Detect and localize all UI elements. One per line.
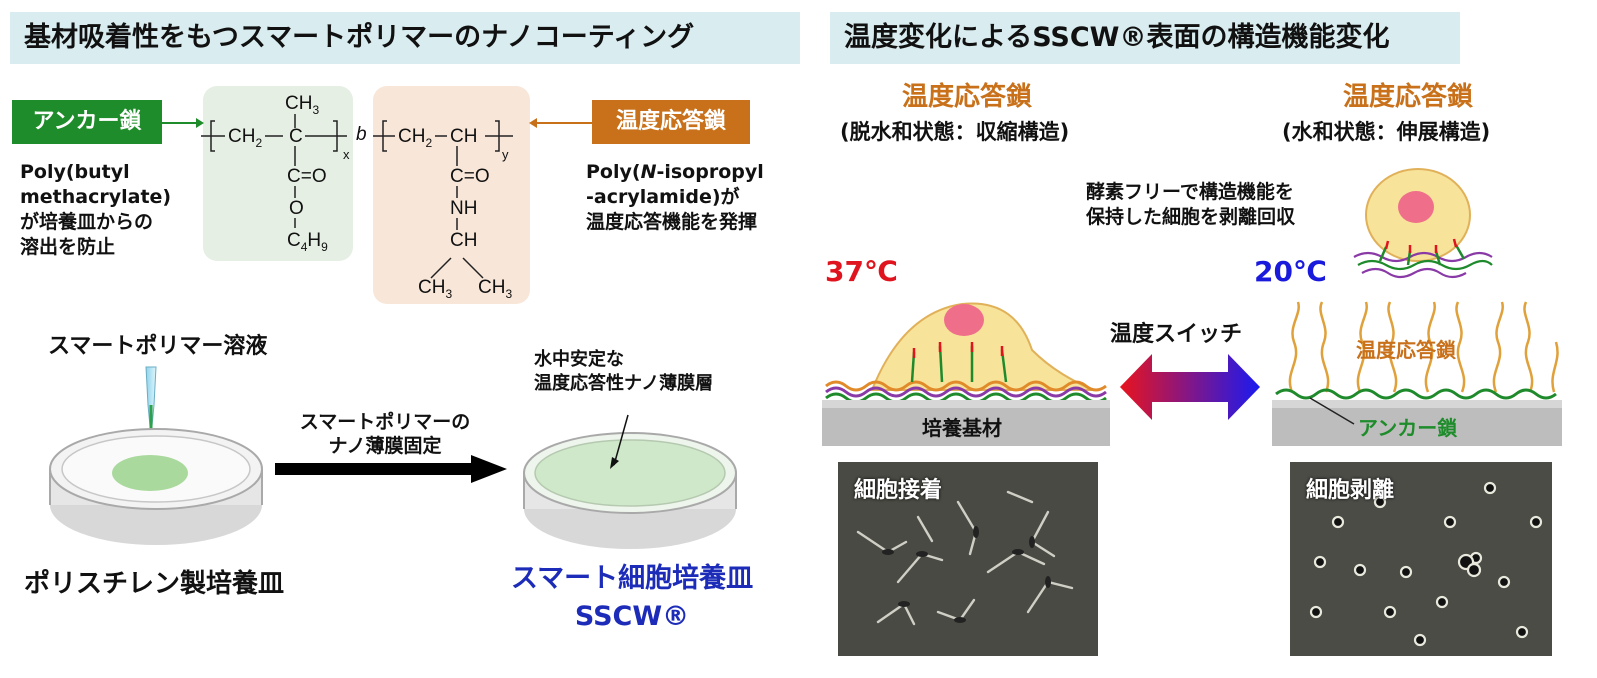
temp-switch-label: 温度スイッチ <box>1110 322 1243 347</box>
chem-ch2-b: CH2 <box>398 126 433 150</box>
chem-c-a: C <box>289 126 303 147</box>
chem-sub-x: x <box>343 147 350 162</box>
chem-c4h9: C4H9 <box>287 230 328 254</box>
anchor-tag-arrow <box>162 118 204 128</box>
chem-ch2-a: CH2 <box>228 126 263 150</box>
process-arrow-label: スマートポリマーの ナノ薄膜固定 <box>299 411 471 457</box>
chem-sub-b: b <box>356 124 367 145</box>
anchor-description: Poly(butyl methacrylate) が培養皿からの 溶出を防止 <box>20 161 172 258</box>
temp-37-label: 37℃ <box>825 255 898 288</box>
chem-co-a: C=O <box>287 166 327 187</box>
film-layer-label: 水中安定な 温度応答性ナノ薄膜層 <box>534 349 714 394</box>
polymer-structure <box>201 114 513 279</box>
plain-dish-illustration <box>49 366 263 545</box>
temp-chain-tag: 温度応答鎖 <box>592 100 750 144</box>
chem-ch-b: CH <box>450 126 478 147</box>
chem-o-a: O <box>289 198 304 219</box>
temp-switch-arrow <box>1120 354 1260 420</box>
enzyme-free-note: 酵素フリーで構造機能を 保持した細胞を剥離回収 <box>1086 181 1296 228</box>
extended-state-title: 温度応答鎖 <box>1343 82 1474 112</box>
smart-dish-illustration <box>523 414 737 549</box>
shrunk-state-sub: (脱水和状態：収縮構造) <box>840 120 1070 144</box>
chem-ch3-top: CH3 <box>285 93 320 117</box>
plain-dish-label: ポリスチレン製培養皿 <box>24 569 285 599</box>
chem-sub-y: y <box>502 147 509 162</box>
anchor-monomer-box <box>203 86 353 261</box>
attached-photo-label: 細胞接着 <box>854 478 943 503</box>
chem-ch3-right: CH3 <box>478 277 513 301</box>
extended-chain-surface <box>1272 301 1562 446</box>
attached-cells-photo: 細胞接着 <box>838 462 1098 656</box>
process-arrow <box>275 455 507 483</box>
anchor-chain-label: アンカー鎖 <box>1358 416 1458 440</box>
attached-cell-surface <box>822 302 1110 446</box>
substrate-label: 培養基材 <box>922 416 1002 440</box>
temp-tag-arrow <box>529 118 593 128</box>
detached-photo-label: 細胞剥離 <box>1306 478 1395 503</box>
detached-cell <box>1353 168 1493 279</box>
extended-state-sub: (水和状態：伸展構造) <box>1282 120 1491 144</box>
temp-monomer-box <box>373 86 530 304</box>
chem-co-b: C=O <box>450 166 490 187</box>
temp-20-label: 20℃ <box>1254 255 1327 288</box>
right-banner: 温度変化によるSSCW®表面の構造機能変化 <box>830 12 1460 64</box>
shrunk-state-title: 温度応答鎖 <box>902 82 1033 112</box>
chem-ch3-left: CH3 <box>418 277 453 301</box>
chem-nh: NH <box>450 198 478 219</box>
left-banner: 基材吸着性をもつスマートポリマーのナノコーティング <box>10 12 800 64</box>
chain-overlay-label: 温度応答鎖 <box>1356 338 1456 362</box>
anchor-chain-tag: アンカー鎖 <box>12 100 162 144</box>
smart-dish-label: スマート細胞培養皿 SSCW® <box>510 563 754 632</box>
solution-label: スマートポリマー溶液 <box>48 334 268 359</box>
detached-cells-photo: 細胞剥離 <box>1290 462 1552 656</box>
temp-description: Poly(N-isopropyl -acrylamide)が 温度応答機能を発揮 <box>586 161 764 233</box>
chem-ch-c: CH <box>450 230 478 251</box>
